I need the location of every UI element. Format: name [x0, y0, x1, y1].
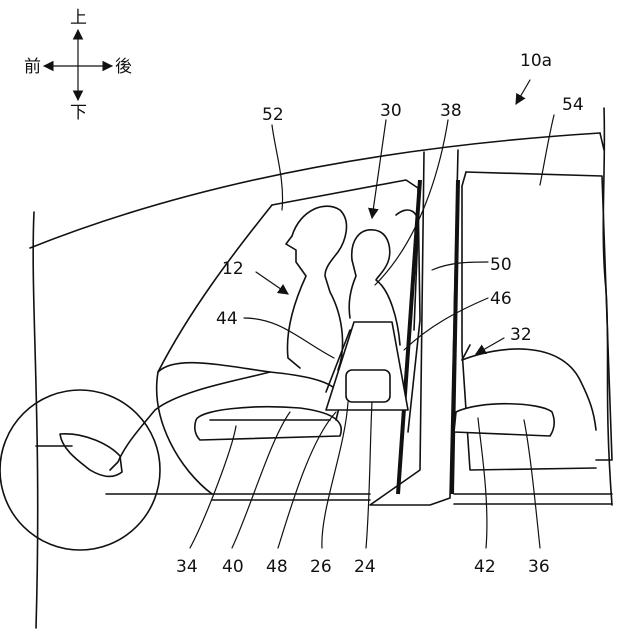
label-48: 48: [266, 557, 288, 577]
label-40: 40: [222, 557, 244, 577]
rear-roof-end: [600, 133, 604, 150]
label-46: 46: [490, 289, 512, 309]
direction-down-label: 下: [70, 103, 87, 123]
roof-line: [30, 133, 600, 248]
label-arrows: [256, 120, 504, 354]
label-32: 32: [510, 325, 532, 345]
direction-up-label: 上: [70, 8, 87, 28]
label-38: 38: [440, 101, 462, 121]
label-12: 12: [222, 259, 244, 279]
label-26: 26: [310, 557, 332, 577]
label-52: 52: [262, 105, 284, 125]
label-30: 30: [380, 101, 402, 121]
figure-ref-label: 10a: [520, 51, 552, 71]
label-36: 36: [528, 557, 550, 577]
label-54: 54: [562, 95, 584, 115]
label-24: 24: [354, 557, 376, 577]
label-42: 42: [474, 557, 496, 577]
label-50: 50: [490, 255, 512, 275]
direction-rear-label: 後: [115, 57, 132, 77]
front-break-line: [33, 212, 38, 628]
airbag-unit: [346, 370, 390, 402]
label-34: 34: [176, 557, 198, 577]
label-44: 44: [216, 309, 238, 329]
figure-reference: 10a: [516, 51, 552, 104]
detail-circle: [0, 390, 160, 550]
center-module: [326, 322, 408, 410]
floor-bottom: [212, 500, 612, 504]
vehicle-body: [0, 108, 612, 628]
direction-front-label: 前: [24, 57, 41, 77]
direction-indicator: 上 下 前 後: [24, 8, 132, 123]
